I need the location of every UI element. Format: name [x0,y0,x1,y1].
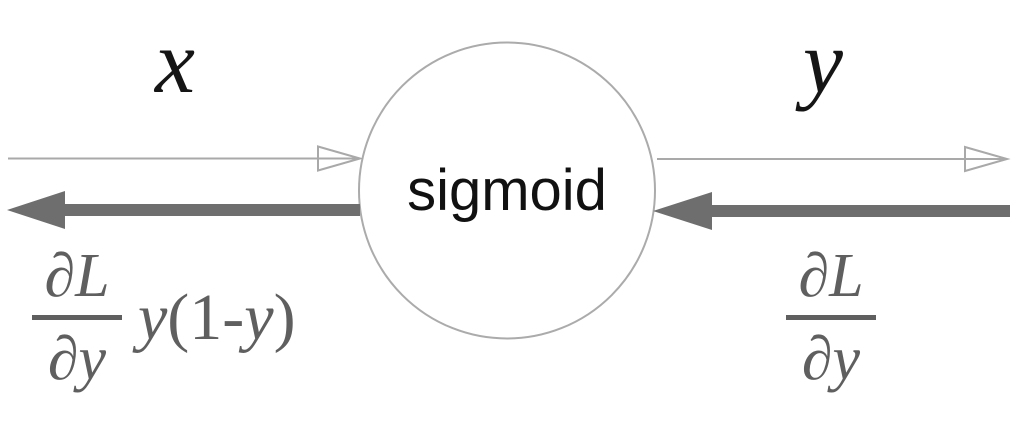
backward-output-gradient-arrowhead [653,192,712,230]
sigmoid-node-label: sigmoid [407,158,607,223]
output-gradient-numerator: ∂L [798,242,864,310]
output-gradient-expression: ∂L ∂y [786,242,876,393]
output-label: y [803,13,843,112]
factor-close: ) [273,280,296,354]
fraction-bar [786,315,876,321]
factor-y1: y [138,280,168,354]
input-gradient-numerator: ∂L [44,242,110,310]
input-gradient-expression: ∂L ∂y y(1-y) [32,242,296,393]
input-gradient-denominator: ∂y [47,325,107,394]
factor-y2: y [244,280,274,354]
input-label: x [155,13,195,112]
backward-input-gradient-arrowhead [7,191,65,229]
sigmoid-node-circle [358,41,656,340]
output-gradient-fraction: ∂L ∂y [786,242,876,393]
local-gradient-factor: y(1-y) [138,284,296,351]
input-gradient-fraction: ∂L ∂y [32,242,122,393]
factor-open: (1- [167,280,245,354]
fraction-bar [32,315,122,321]
output-gradient-denominator: ∂y [801,325,861,394]
